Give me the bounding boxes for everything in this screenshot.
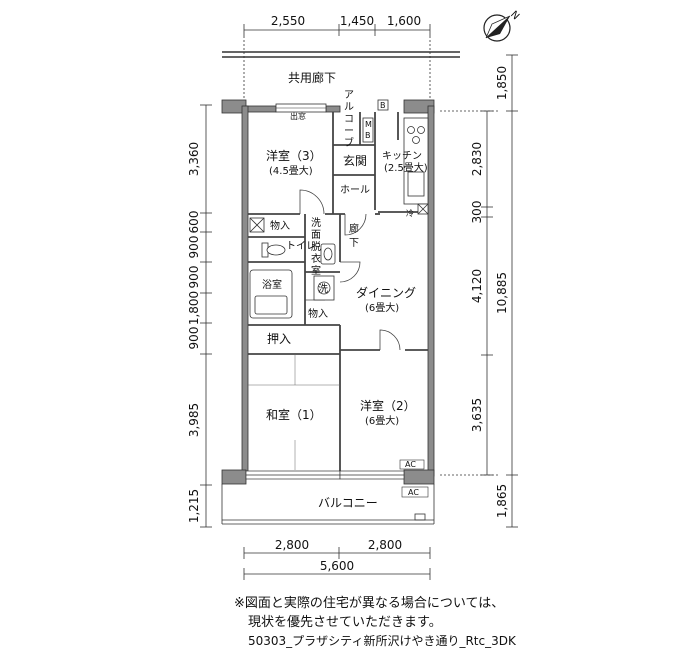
balcony-windows [245,470,405,480]
alcove-label: ア ル コ ー ブ [344,90,354,149]
b-box-label: B [380,101,386,110]
common-corridor-label: 共用廊下 [288,70,336,85]
hallway-char-1: 廊 [349,222,359,235]
washer-label: 洗 [318,283,328,295]
alcove-char-5: ブ [344,136,354,149]
storage-label-1: 物入 [270,219,290,232]
western-room-3-label: 洋室（3） [266,148,322,163]
dim-right-inner-4: 3,635 [470,398,484,432]
dim-top-2: 1,450 [340,14,374,28]
dim-left-1: 3,360 [187,142,201,176]
washroom-label: 洗 面 脱 衣 室 [311,217,321,277]
door-swings [299,189,401,351]
dim-right-outer-1: 1,850 [495,66,509,100]
hall-label: ホール [340,184,370,196]
toilet-label: トイレ [286,241,316,252]
alcove-char-1: ア [344,90,354,101]
dim-bottom-1: 2,800 [275,538,309,552]
washroom-char-5: 室 [311,264,321,277]
kitchen-label: キッチン [382,150,422,162]
dim-right-inner-1: 2,830 [470,142,484,176]
alcove-char-2: ル [344,102,354,113]
north-arrow-icon: N [483,9,521,42]
ac-indoor-label: AC [405,460,416,469]
walls [221,99,435,485]
kitchen-fixtures [403,117,429,215]
washroom-char-1: 洗 [311,217,321,229]
plan-caption: 50303_プラザシティ新所沢けやき通り_Rtc_3DK [248,634,516,648]
disclaimer-note: ※図面と実際の住宅が異なる場合については、 現状を優先させていただきます。 [234,594,674,632]
bath-fixtures [249,217,336,319]
western-room-3-size: (4.5畳大) [269,164,313,177]
dim-top-1: 2,550 [271,14,305,28]
dim-right-outer-2: 10,885 [495,272,509,314]
dim-left-8: 1,215 [187,489,201,523]
dim-left-5: 1,800 [187,291,201,325]
closet-label: 押入 [267,332,291,346]
meter-box [362,99,389,143]
dim-right-inner-2: 300 [470,201,484,224]
dim-right-outer-3: 1,865 [495,484,509,518]
dim-right-inner-3: 4,120 [470,269,484,303]
alcove-char-3: コ [344,114,354,125]
dimension-labels: 2,550 1,450 1,600 2,800 2,800 5,600 3,36… [187,14,509,573]
fridge-label: 冷 [406,208,414,218]
hallway-char-2: 下 [349,238,359,249]
bay-window: 出窓 [275,103,327,121]
ac-unit-balcony: AC [401,486,429,498]
dining-size: (6畳大) [365,301,399,314]
balcony [221,484,435,525]
dim-left-2: 600 [187,211,201,234]
washroom-char-2: 面 [311,230,321,241]
western-room-2-size: (6畳大) [365,414,399,427]
washroom-char-3: 脱 [311,240,321,253]
tatami-lines [248,354,340,470]
alcove-char-4: ー [344,126,354,137]
mb-b-label: B [365,131,371,140]
disclaimer-line-2: 現状を優先させていただきます。 [248,615,442,630]
north-label: N [508,9,521,22]
disclaimer-line-1: ※図面と実際の住宅が異なる場合については、 [234,596,505,611]
bath-label: 浴室 [262,278,282,291]
dim-bottom-2: 2,800 [368,538,402,552]
ac-balcony-label: AC [408,488,419,497]
kitchen-size: (2.5畳大) [384,161,428,174]
dim-left-3: 900 [187,236,201,259]
mb-m-label: M [365,120,372,129]
entrance-label: 玄関 [343,153,367,168]
bay-window-label: 出窓 [290,111,306,121]
storage-label-2: 物入 [308,307,328,320]
western-room-2-label: 洋室（2） [360,398,416,413]
partitions [248,112,428,476]
dim-top-3: 1,600 [387,14,421,28]
ac-unit-indoor: AC [399,459,425,470]
japanese-room-label: 和室（1） [266,407,322,422]
dining-label: ダイニング [356,285,416,300]
dim-left-7: 3,985 [187,403,201,437]
dimension-lines [200,24,518,580]
dim-left-4: 900 [187,266,201,289]
balcony-label: バルコニー [318,496,378,510]
dim-left-6: 900 [187,327,201,350]
washroom-char-4: 衣 [311,252,321,265]
dim-bottom-total: 5,600 [320,559,354,573]
